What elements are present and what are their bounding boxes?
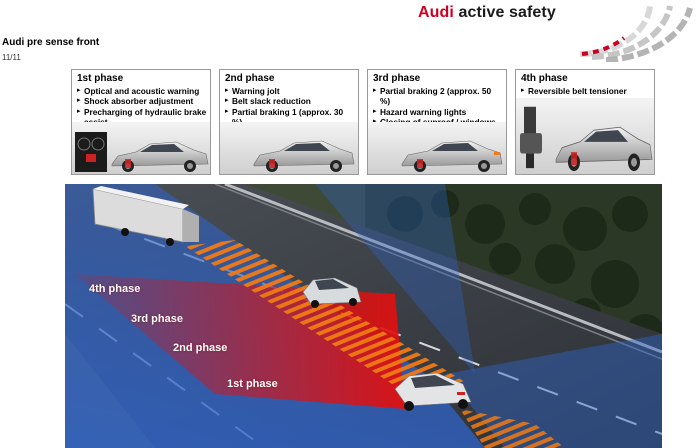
phase-card-title: 1st phase (77, 73, 124, 84)
brand-title-accent: Audi (418, 4, 454, 21)
phase-card-title: 2nd phase (225, 73, 275, 84)
phase-card-item: Shock absorber adjustment (77, 96, 207, 107)
car-brake-image (220, 122, 358, 174)
phase-card-item: Partial braking 2 (approx. 50 %) (373, 86, 503, 107)
phase-card-item: Belt slack reduction (225, 96, 355, 107)
phase-card-3: 3rd phase Partial braking 2 (approx. 50 … (367, 69, 507, 175)
phase-card-title: 4th phase (521, 73, 568, 84)
belt-tensioner-car-image (516, 98, 654, 174)
brand-header: Audi active safety (418, 2, 700, 62)
brand-arcs-icon (579, 5, 693, 62)
phase-card-1: 1st phase Optical and acoustic warning S… (71, 69, 211, 175)
scene-phase-label: 4th phase (89, 283, 141, 295)
phase-card-4: 4th phase Reversible belt tensioner Full… (515, 69, 655, 175)
highway-scene: 4th phase 3rd phase 2nd phase 1st phase (65, 184, 662, 448)
phase-card-item: Optical and acoustic warning (77, 86, 207, 97)
phase-card-title: 3rd phase (373, 73, 421, 84)
scene-phase-label: 1st phase (227, 378, 278, 390)
instrument-cluster-car-image (72, 122, 210, 174)
phase-card-item: Hazard warning lights (373, 107, 503, 118)
phase-card-2: 2nd phase Warning jolt Belt slack reduct… (219, 69, 359, 175)
phase-card-item: Warning jolt (225, 86, 355, 97)
scene-phase-label: 3rd phase (131, 313, 183, 325)
phase-card-item: Reversible belt tensioner (521, 86, 651, 97)
brand-title: Audi active safety (418, 4, 556, 22)
page-number: 11/11 (2, 53, 21, 62)
car-hazard-image (368, 122, 506, 174)
brand-title-rest: active safety (458, 4, 556, 21)
document-title: Audi pre sense front (2, 37, 100, 48)
scene-phase-label: 2nd phase (173, 342, 228, 354)
highway-scene-graphic (65, 184, 662, 448)
